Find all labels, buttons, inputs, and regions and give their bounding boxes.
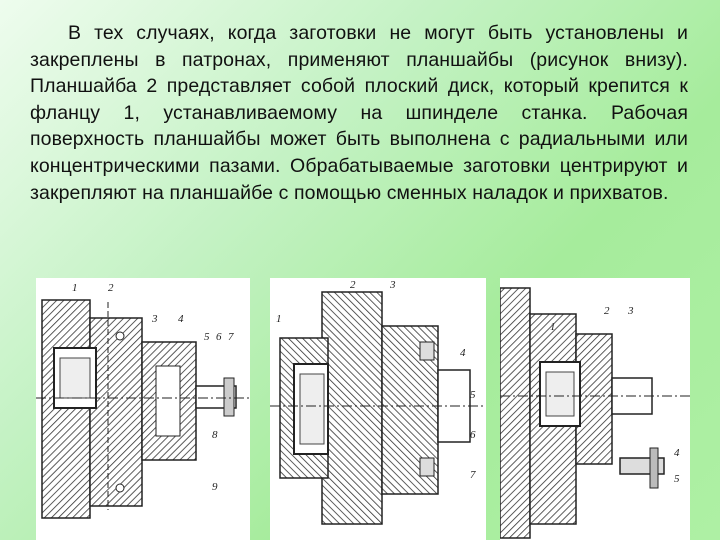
paragraph-text: В тех случаях, когда заготовки не могут …	[30, 22, 688, 204]
callout-4: 4	[178, 313, 184, 325]
faceplate-drawings: 1 2 3 4 5 6 7 8 9 1 2 3 4	[30, 278, 690, 540]
callout-5: 5	[674, 473, 680, 485]
callout-1: 1	[550, 321, 556, 333]
callout-1: 1	[72, 282, 78, 294]
callouts-drawing-2: 1 2 3 4 5 6 7	[276, 279, 476, 481]
callout-1: 1	[276, 313, 282, 325]
callout-6: 6	[470, 429, 476, 441]
faceplate-drawing-1: 1 2 3 4 5 6 7 8 9	[36, 278, 250, 540]
callout-4: 4	[460, 347, 466, 359]
callout-3: 3	[627, 305, 634, 317]
callout-7: 7	[228, 331, 234, 343]
callout-3: 3	[151, 313, 158, 325]
callout-4: 4	[674, 447, 680, 459]
faceplate-drawing-3: 1 2 3 4 5	[500, 278, 690, 540]
callout-9: 9	[212, 481, 218, 493]
callout-3: 3	[389, 279, 396, 291]
callout-6: 6	[216, 331, 222, 343]
body-paragraph: В тех случаях, когда заготовки не могут …	[30, 20, 688, 206]
callout-7: 7	[470, 469, 476, 481]
faceplate-drawing-2: 1 2 3 4 5 6 7	[270, 278, 486, 540]
callouts-drawing-1: 1 2 3 4 5 6 7 8 9	[72, 282, 234, 493]
callout-2: 2	[604, 305, 610, 317]
callout-5: 5	[204, 331, 210, 343]
callouts-drawing-3: 1 2 3 4 5	[550, 305, 680, 485]
callout-2: 2	[108, 282, 114, 294]
callout-8: 8	[212, 429, 218, 441]
callout-5: 5	[470, 389, 476, 401]
callout-2: 2	[350, 279, 356, 291]
